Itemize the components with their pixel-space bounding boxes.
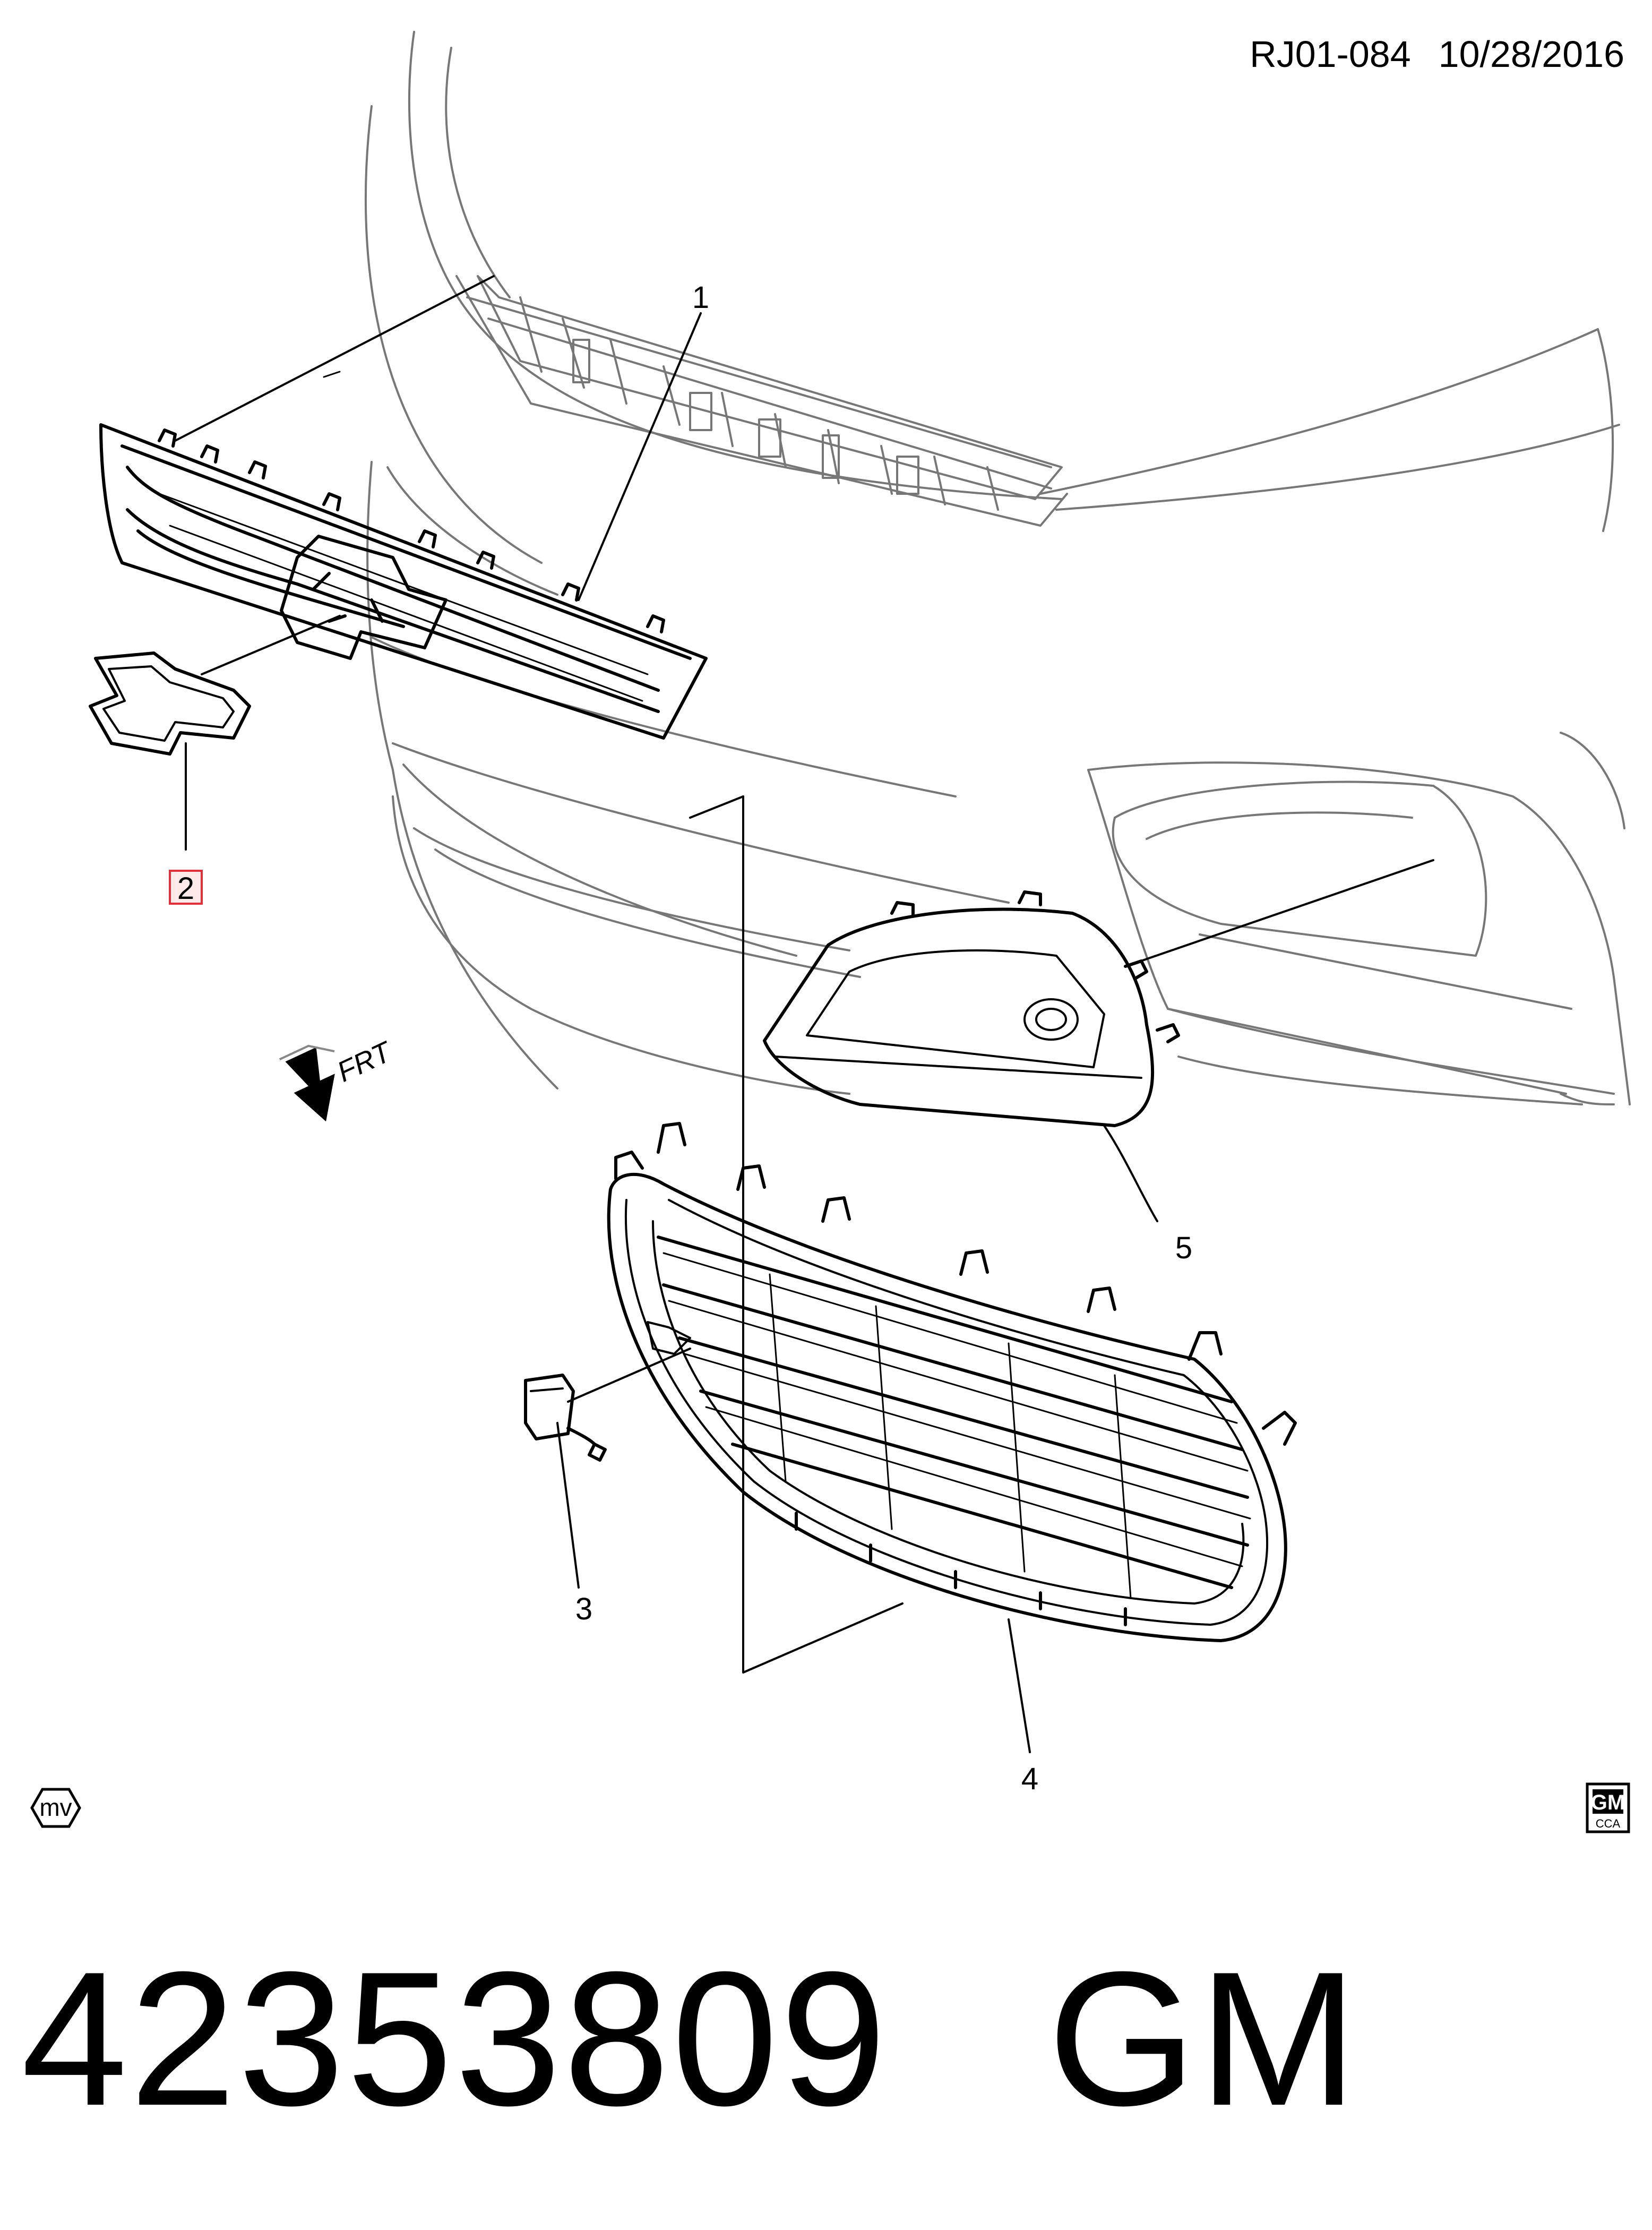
part-number: 42353809 — [21, 1932, 889, 2146]
fog-lamp-bezel-part-5 — [763, 890, 1180, 1127]
callout-4[interactable]: 4 — [1021, 1762, 1038, 1796]
vehicle-front-body — [364, 31, 1631, 1105]
callout-2-box[interactable]: 2 — [169, 870, 203, 906]
callout-5[interactable]: 5 — [1175, 1231, 1192, 1265]
leader-lines — [174, 275, 1434, 1753]
lower-grille-part-4 — [607, 1122, 1297, 1642]
diagram-date: 10/28/2016 — [1438, 33, 1624, 75]
diagram-header: RJ01-084 10/28/2016 — [1250, 33, 1624, 75]
gm-cca-logo-icon: GM CCA — [1586, 1782, 1630, 1833]
mv-hexagon-icon: mv — [30, 1788, 81, 1828]
upper-grille-part-1 — [99, 423, 708, 740]
callout-3[interactable]: 3 — [575, 1592, 592, 1626]
part-number-footer: 42353809 GM — [21, 1890, 1640, 2188]
mv-label: mv — [39, 1794, 72, 1821]
front-indicator-label: FRT — [332, 1035, 398, 1088]
gm-logo-sub: CCA — [1596, 1817, 1621, 1830]
upper-support-bracket — [477, 275, 1063, 511]
diagram-code: RJ01-084 — [1250, 33, 1411, 75]
brand-name: GM — [1047, 1932, 1360, 2146]
gm-logo-label: GM — [1591, 1791, 1625, 1814]
bowtie-emblem-part-2 — [89, 651, 251, 756]
sensor-part-3 — [524, 1374, 607, 1462]
front-arrow-icon: FRT — [279, 1035, 398, 1122]
callout-1[interactable]: 1 — [692, 280, 709, 315]
callout-2: 2 — [177, 871, 194, 906]
